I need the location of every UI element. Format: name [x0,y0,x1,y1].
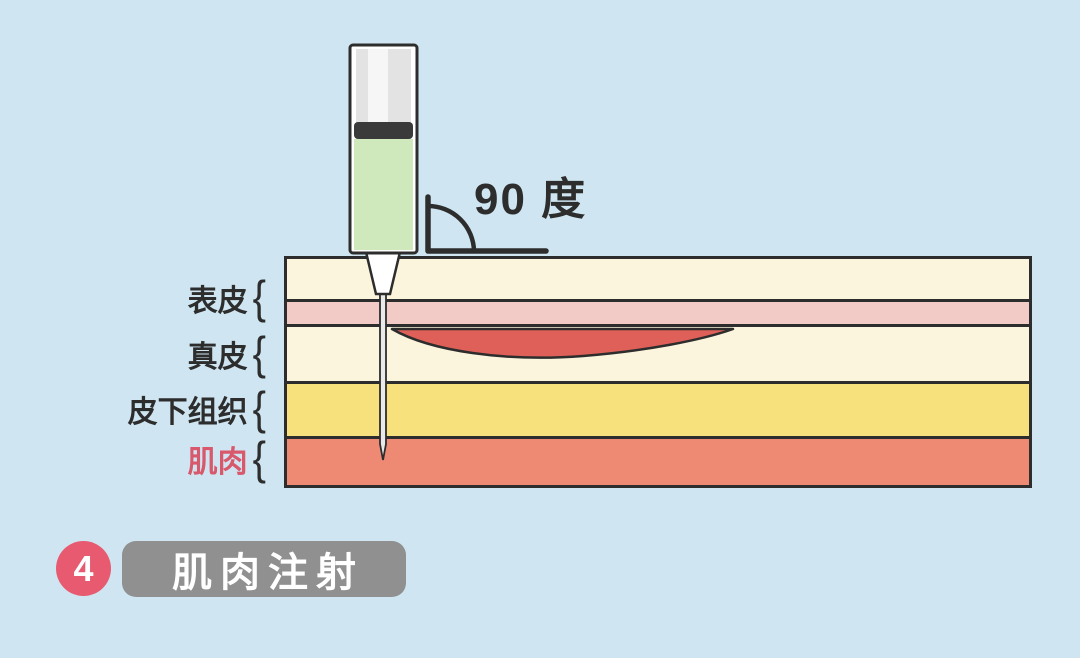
layer-subcutaneous-band [287,384,1029,439]
plunger-rod-icon [356,49,411,124]
layer-dermis-upper-strip-band [287,302,1029,327]
brace-icon: { [252,383,266,435]
plunger-rod-highlight [368,49,388,124]
skin-layer-stack [284,256,1032,488]
brace-icon: { [252,272,266,324]
layer-epidermis-band [287,259,1029,302]
layer-label-subcutaneous: 皮下组织 { [0,383,266,435]
layer-label-text: 表皮 [187,285,248,318]
step-number-badge: 4 [56,541,111,596]
layer-label-text: 皮下组织 [127,396,248,429]
step-title-pill: 肌肉注射 [122,541,406,597]
angle-label: 90 度 [474,175,588,224]
syringe-liquid [354,139,413,250]
layer-muscle-band [287,439,1029,485]
layer-label-muscle: 肌肉 { [0,433,266,485]
brace-icon: { [252,328,266,380]
layer-label-text: 真皮 [187,341,248,374]
angle-marker-arc [427,203,477,252]
layer-label-text: 肌肉 [187,446,248,479]
layer-label-epidermis: 表皮 { [0,272,266,324]
plunger-stopper-icon [354,122,413,139]
layer-label-dermis: 真皮 { [0,328,266,380]
brace-icon: { [252,433,266,485]
syringe-barrel-icon [348,43,419,255]
layer-dermis-band [287,327,1029,384]
